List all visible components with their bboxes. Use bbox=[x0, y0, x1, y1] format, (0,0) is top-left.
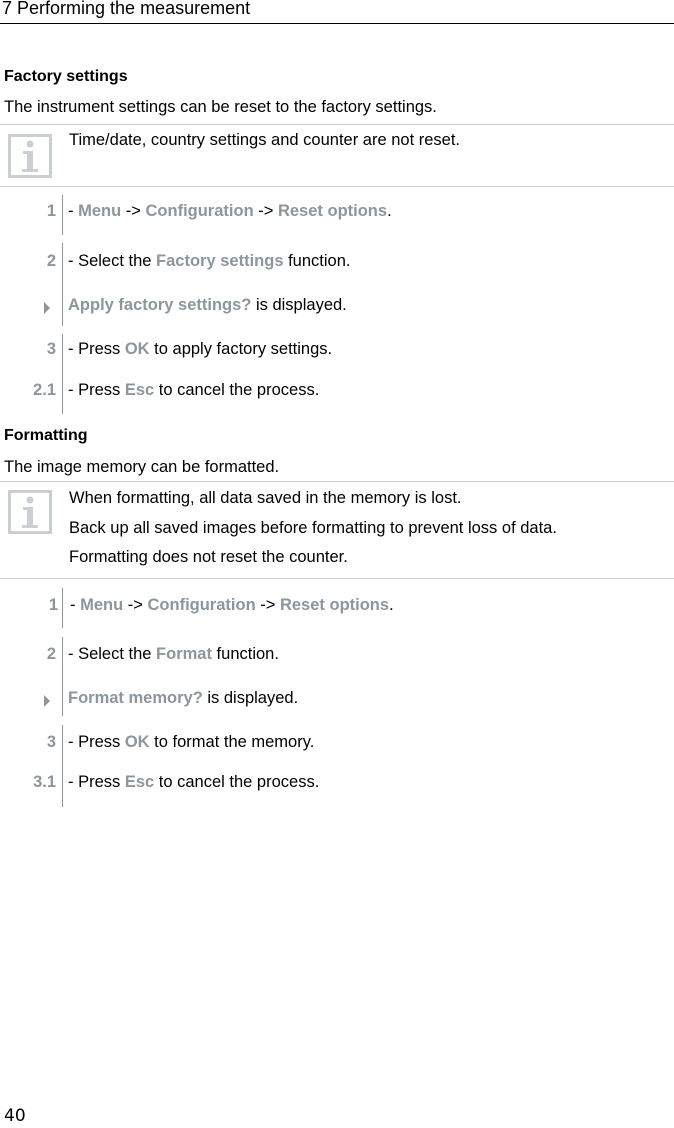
result-triangle-icon bbox=[44, 302, 50, 314]
info-note: Time/date, country settings and counter … bbox=[0, 124, 674, 187]
step-divider bbox=[62, 243, 63, 326]
info-note: When formatting, all data saved in the m… bbox=[0, 481, 674, 579]
step-item: 1 - Menu -> Configuration -> Reset optio… bbox=[0, 202, 674, 226]
step-text: - Press Esc to cancel the process. bbox=[68, 381, 320, 399]
step-text: - Select the Format function. bbox=[68, 645, 279, 663]
note-text: Time/date, country settings and counter … bbox=[69, 131, 461, 149]
section-intro: The instrument settings can be reset to … bbox=[4, 98, 437, 116]
step-item: 2.1 - Press Esc to cancel the process. bbox=[0, 381, 674, 405]
step-number: 1 bbox=[48, 596, 58, 614]
step-divider bbox=[62, 637, 63, 716]
note-text: Back up all saved images before formatti… bbox=[69, 519, 557, 537]
step-number: 2 bbox=[46, 645, 56, 663]
ui-label-format-memory: Format memory? bbox=[68, 689, 203, 707]
step-number: 2 bbox=[46, 252, 56, 270]
step-text: - Press OK to format the memory. bbox=[68, 733, 315, 751]
info-icon bbox=[8, 134, 52, 178]
chapter-title: 7 Performing the measurement bbox=[2, 0, 251, 18]
step-item: 2 - Select the Factory settings function… bbox=[0, 252, 674, 276]
step-item: 2 - Select the Format function. bbox=[0, 645, 674, 669]
step-text: - Select the Factory settings function. bbox=[68, 252, 351, 270]
step-number: 3 bbox=[46, 733, 56, 751]
step-item: 3 - Press OK to format the memory. bbox=[0, 733, 674, 757]
info-icon bbox=[8, 490, 52, 534]
step-divider bbox=[62, 195, 63, 235]
ui-label-ok: OK bbox=[124, 733, 150, 751]
step-text: - Press Esc to cancel the process. bbox=[68, 773, 320, 791]
step-item: 3.1 - Press Esc to cancel the process. bbox=[0, 773, 674, 797]
ui-label-format: Format bbox=[156, 645, 212, 663]
ui-label-factory-settings: Factory settings bbox=[156, 252, 284, 270]
ui-label-esc: Esc bbox=[124, 773, 155, 791]
result-text: Format memory? is displayed. bbox=[68, 689, 299, 707]
section-title-factory-settings: Factory settings bbox=[4, 68, 128, 85]
ui-label-menu: Menu bbox=[80, 596, 124, 614]
step-item: 1 - Menu -> Configuration -> Reset optio… bbox=[0, 596, 674, 620]
section-title-formatting: Formatting bbox=[4, 427, 88, 444]
step-text: - Menu -> Configuration -> Reset options… bbox=[70, 596, 394, 614]
step-divider bbox=[62, 588, 63, 628]
ui-label-reset-options: Reset options bbox=[279, 596, 390, 614]
result-triangle-icon bbox=[44, 695, 50, 707]
step-number: 3.1 bbox=[33, 773, 56, 791]
step-divider bbox=[62, 334, 63, 414]
page-number: 40 bbox=[4, 1106, 26, 1126]
section-intro: The image memory can be formatted. bbox=[4, 458, 280, 476]
note-text: When formatting, all data saved in the m… bbox=[69, 489, 462, 507]
ui-label-ok: OK bbox=[124, 340, 150, 358]
ui-label-menu: Menu bbox=[78, 202, 122, 220]
step-text: - Menu -> Configuration -> Reset options… bbox=[68, 202, 392, 220]
note-text: Formatting does not reset the counter. bbox=[69, 548, 348, 566]
ui-label-configuration: Configuration bbox=[145, 202, 254, 220]
step-result: Format memory? is displayed. bbox=[0, 689, 674, 713]
ui-label-apply-factory-settings: Apply factory settings? bbox=[68, 296, 252, 314]
step-text: - Press OK to apply factory settings. bbox=[68, 340, 333, 358]
step-number: 2.1 bbox=[33, 381, 56, 399]
page-header: 7 Performing the measurement bbox=[0, 0, 674, 24]
result-text: Apply factory settings? is displayed. bbox=[68, 296, 347, 314]
step-number: 1 bbox=[46, 202, 56, 220]
ui-label-reset-options: Reset options bbox=[277, 202, 388, 220]
ui-label-esc: Esc bbox=[124, 381, 155, 399]
step-result: Apply factory settings? is displayed. bbox=[0, 296, 674, 320]
ui-label-configuration: Configuration bbox=[147, 596, 256, 614]
step-divider bbox=[62, 725, 63, 807]
step-number: 3 bbox=[46, 340, 56, 358]
step-item: 3 - Press OK to apply factory settings. bbox=[0, 340, 674, 364]
